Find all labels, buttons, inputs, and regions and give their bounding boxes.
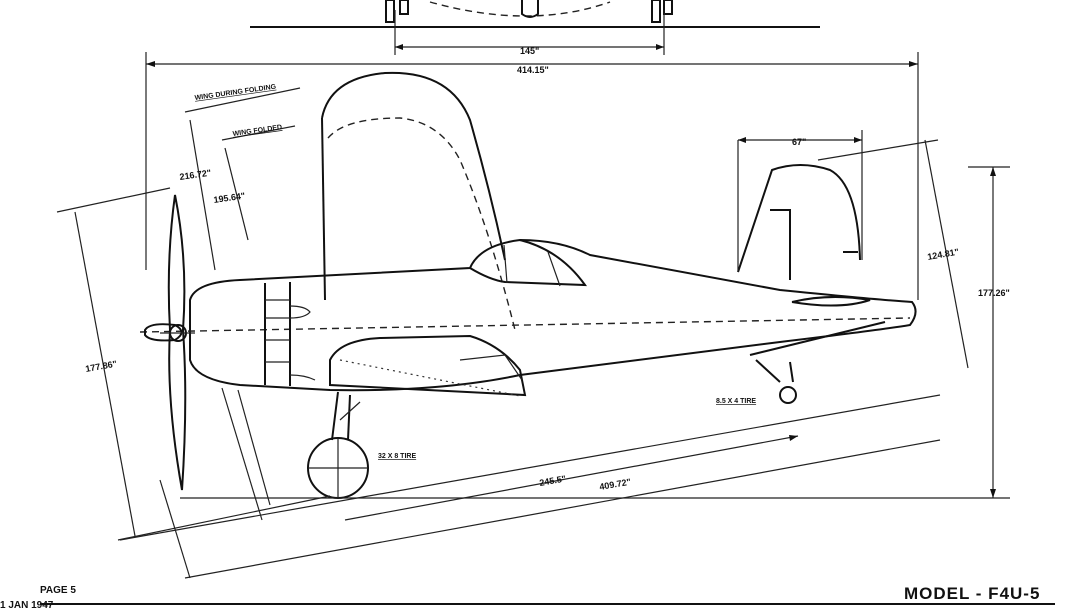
ground-lines — [119, 387, 941, 579]
dim-wing-folding-label: 216.72" — [179, 168, 212, 182]
dim-prop-height-label: 177.86" — [85, 359, 118, 374]
footer-rule — [40, 603, 1055, 605]
dim-tail-width-label: 67" — [792, 137, 806, 147]
wing-during-folding-label: WING DURING FOLDING — [194, 84, 277, 102]
tail-tire-label: 8.5 X 4 TIRE — [716, 398, 756, 405]
model-title: MODEL - F4U-5 — [904, 584, 1041, 603]
tail-fin: 67" — [737, 130, 863, 280]
dim-wing-folded-label: 195.64" — [213, 191, 246, 205]
fuselage — [139, 238, 917, 392]
folded-wing — [321, 71, 516, 331]
front-view-partial — [250, 0, 820, 55]
tail-gear: 8.5 X 4 TIRE — [716, 321, 886, 405]
dim-length: 409.72" — [599, 477, 632, 492]
dim-track: 145" — [395, 44, 664, 56]
inner-wing — [329, 334, 527, 397]
dim-overall-height-label: 177.26" — [978, 288, 1010, 298]
main-tire-label: 32 X 8 TIRE — [378, 453, 416, 460]
dim-wheelbase: 245.5" — [344, 435, 799, 521]
propeller — [144, 194, 195, 491]
dim-span: 414.15" — [145, 52, 919, 300]
dim-wing-folding: WING DURING FOLDING 216.72" — [179, 84, 301, 271]
dim-wheelbase-label: 245.5" — [539, 473, 567, 488]
dim-overall-height: 177.26" — [180, 166, 1010, 499]
dim-span-label: 414.15" — [517, 65, 549, 75]
wing-folded-label: WING FOLDED — [232, 124, 282, 138]
dim-tail-height-label: 124.81" — [927, 247, 960, 262]
dim-wing-folded: WING FOLDED 195.64" — [213, 124, 296, 241]
dim-track-label: 145" — [520, 46, 539, 56]
main-gear: 32 X 8 TIRE — [307, 391, 416, 499]
page-number: PAGE 5 — [40, 585, 76, 596]
date: 1 JAN 1947 — [0, 600, 54, 611]
dim-length-label: 409.72" — [599, 477, 632, 492]
